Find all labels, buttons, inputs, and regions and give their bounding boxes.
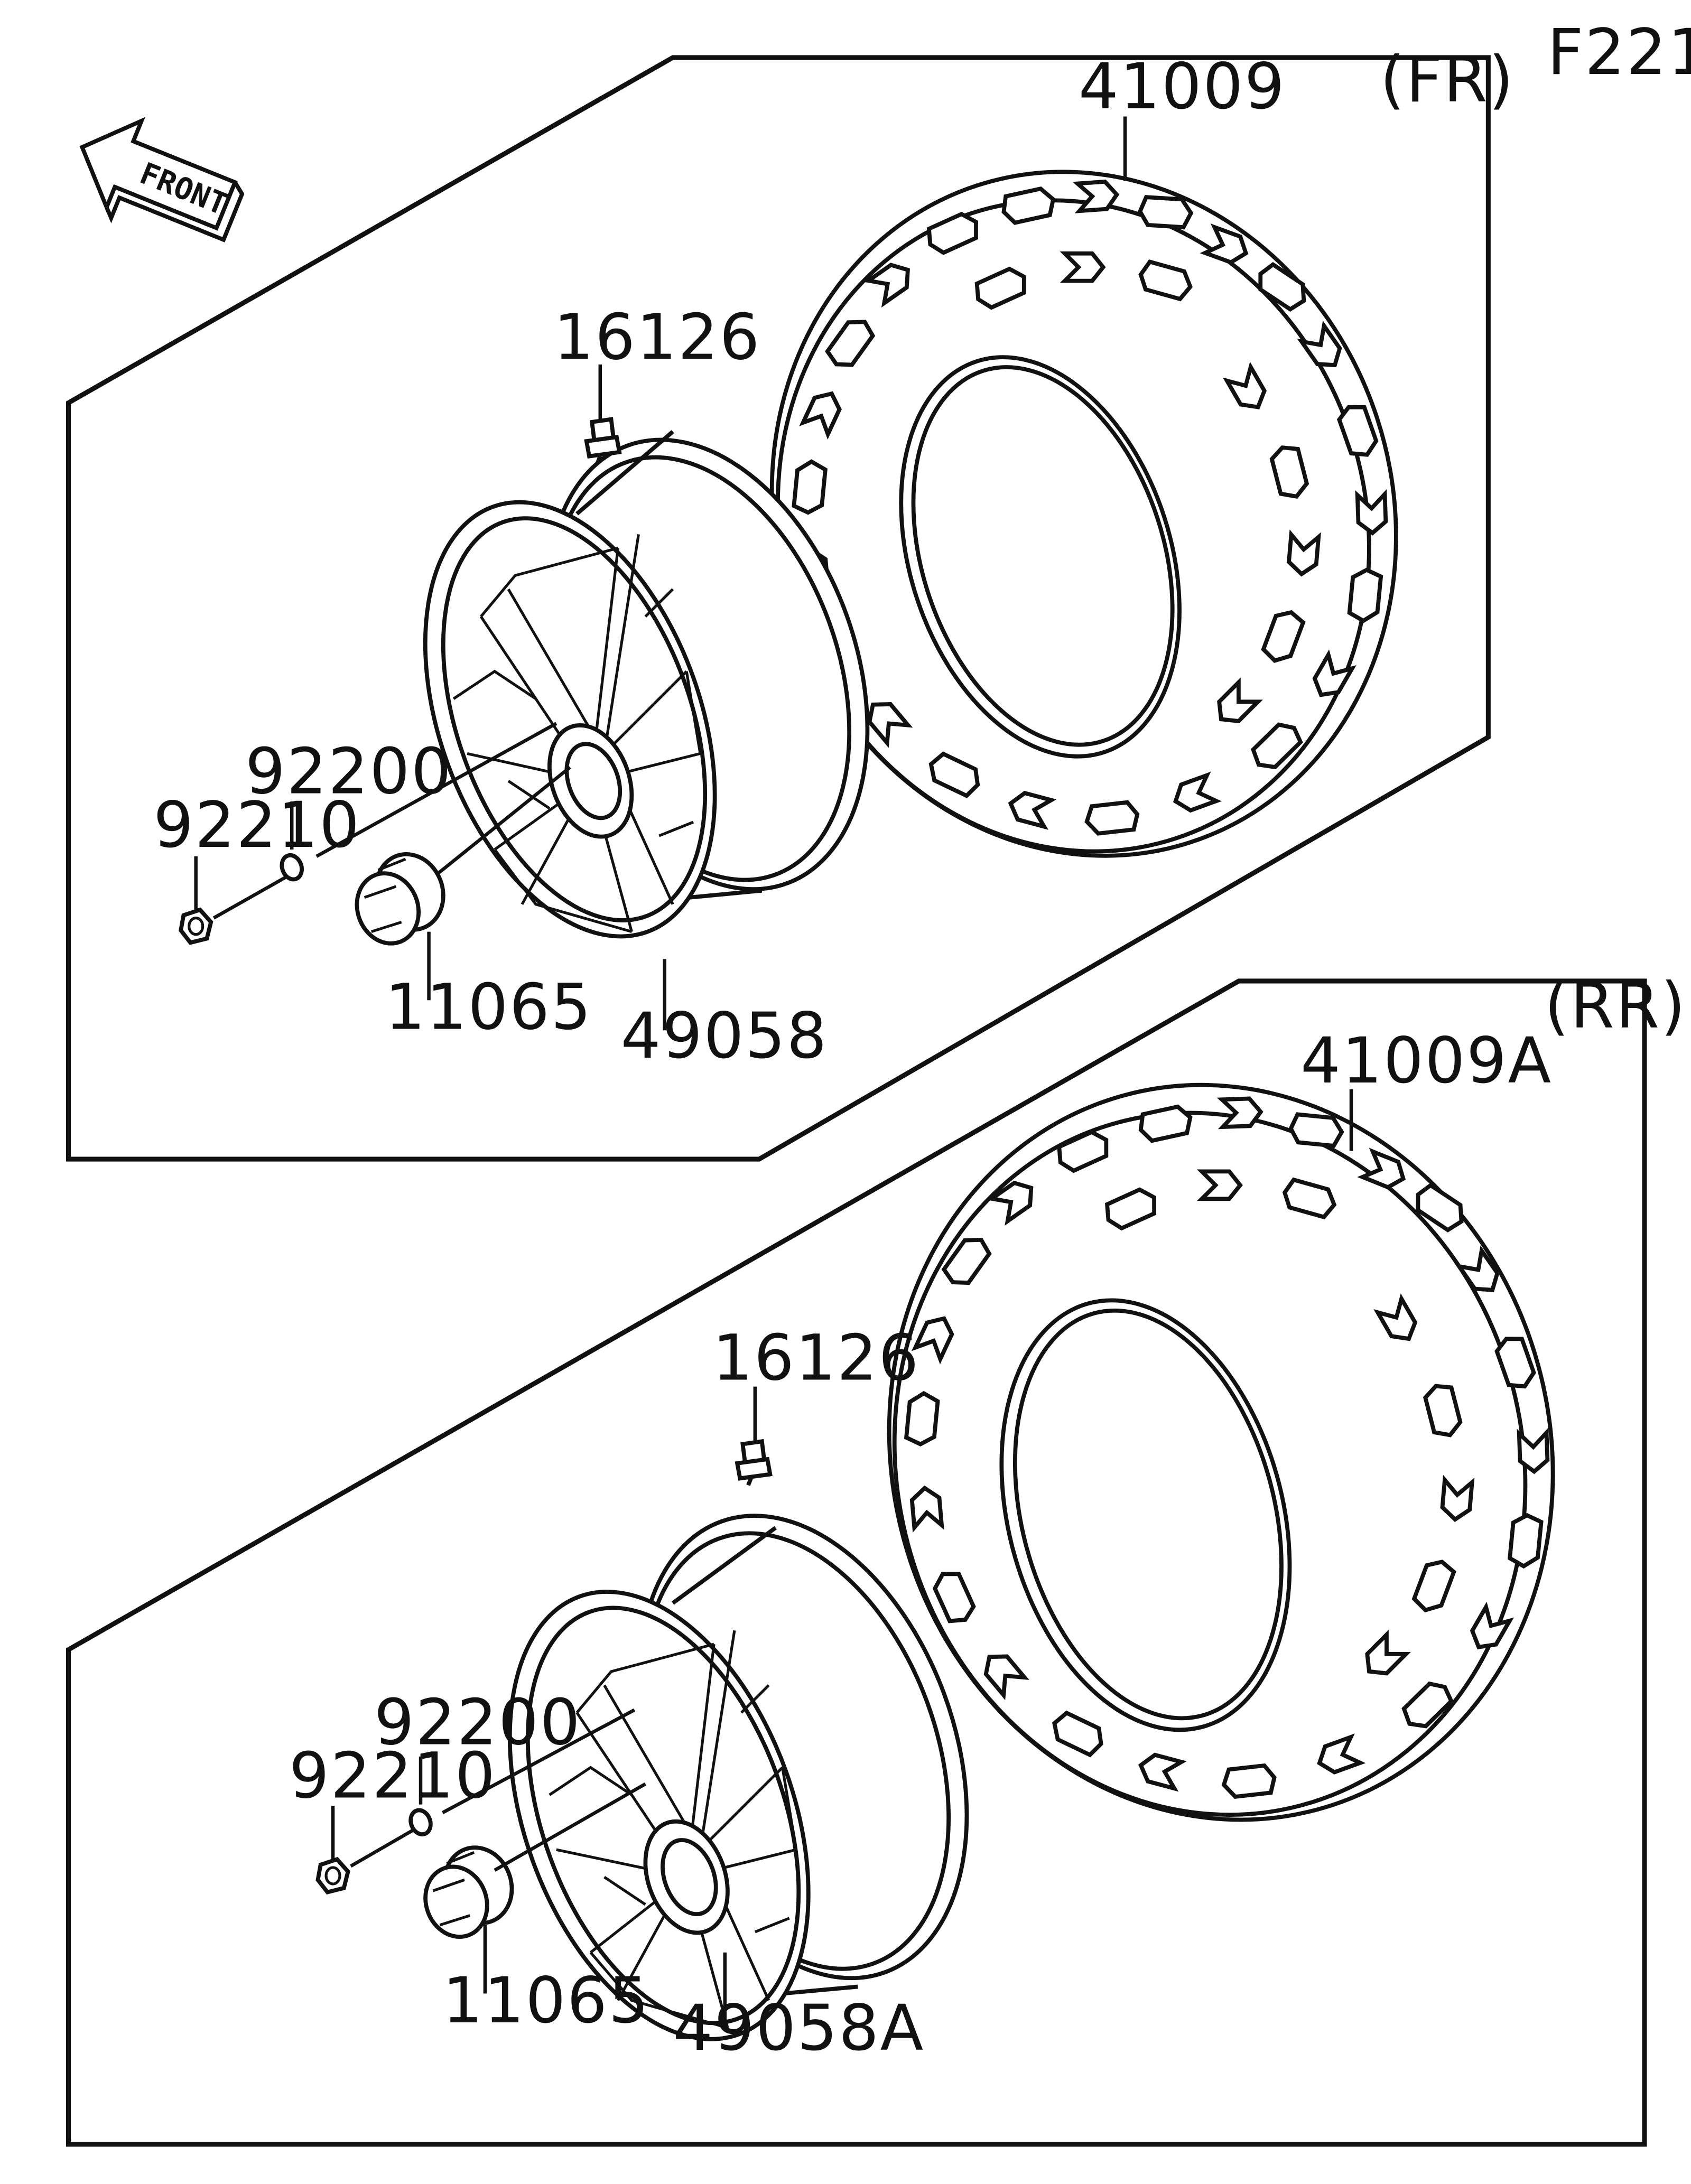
front-valve-label: 16126 xyxy=(554,301,761,374)
front-tire xyxy=(769,170,1398,858)
front-arrow: FRONT xyxy=(79,117,245,242)
rear-nut-label: 92210 xyxy=(289,1740,496,1813)
rear-cap xyxy=(423,1845,514,1939)
front-frame xyxy=(66,55,1491,1162)
front-section: (FR) xyxy=(66,43,1515,1162)
rear-washer-label: 92200 xyxy=(374,1686,581,1759)
front-nut-label: 92210 xyxy=(153,789,360,862)
rear-tire-label: 41009A xyxy=(1300,1024,1553,1098)
rear-wheel-label: 49058A xyxy=(673,1992,925,2065)
rear-frame xyxy=(66,978,1647,2147)
front-cap xyxy=(355,852,445,946)
front-wheel xyxy=(423,430,870,939)
front-valve xyxy=(584,417,622,464)
rear-valve xyxy=(735,1439,773,1486)
rear-section: (RR) xyxy=(66,969,1687,2147)
front-nut xyxy=(179,907,213,945)
rear-nut xyxy=(315,1856,350,1894)
front-washer xyxy=(280,853,304,882)
rear-tire xyxy=(887,1082,1555,1822)
rear-washer xyxy=(408,1808,433,1837)
front-arrow-icon xyxy=(79,117,238,231)
front-tire-label: 41009 xyxy=(1079,50,1286,124)
rear-wheel xyxy=(507,1514,969,2041)
figure-code: F2210 xyxy=(1547,16,1691,89)
rear-cap-label: 11065 xyxy=(443,1964,650,2038)
rear-valve-label: 16126 xyxy=(712,1322,919,1395)
rear-section-title: (RR) xyxy=(1545,969,1687,1043)
front-washer-label: 92200 xyxy=(245,735,452,809)
front-cap-label: 11065 xyxy=(385,971,592,1044)
front-wheel-label: 49058 xyxy=(621,1000,828,1073)
front-section-title: (FR) xyxy=(1380,43,1515,117)
